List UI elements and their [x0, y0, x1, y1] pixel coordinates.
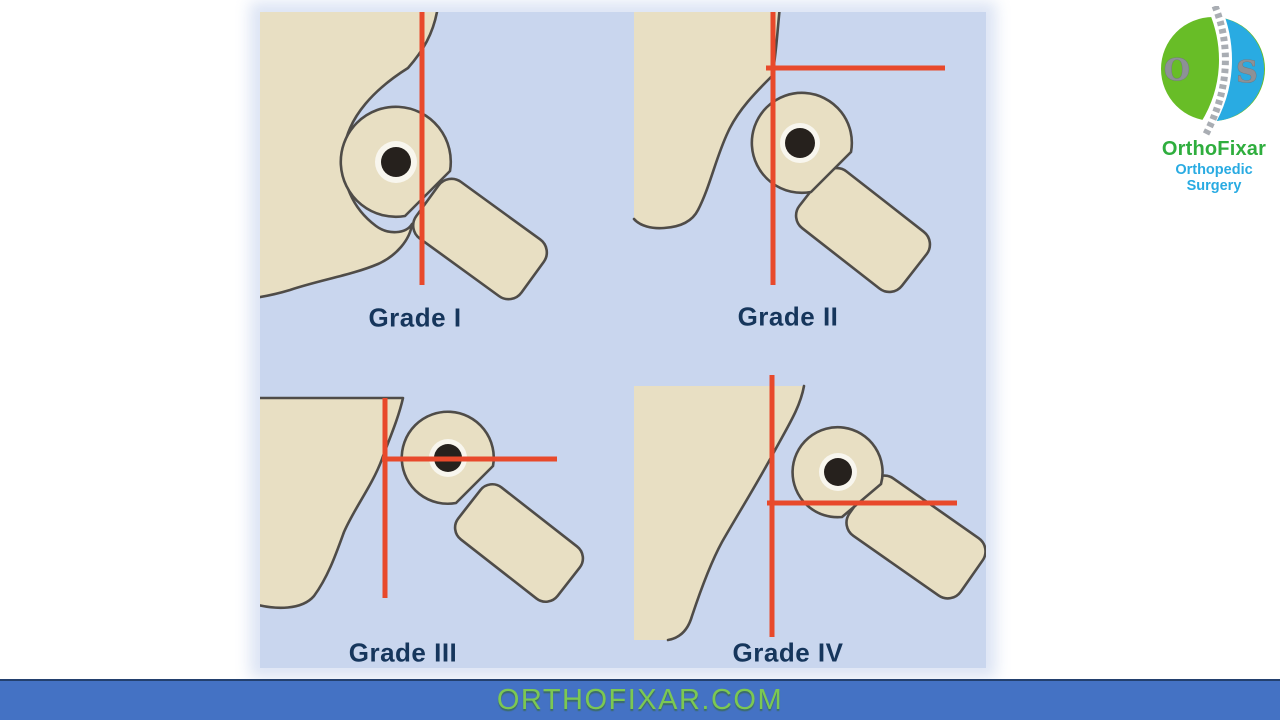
- logo-tagline-text: Orthopedic Surgery: [1175, 162, 1253, 194]
- orthofixar-logo: O S OrthoFixar Orthopedic Surgery: [1148, 6, 1280, 194]
- grade4-label: Grade IV: [732, 637, 844, 668]
- pelvis-bone: [260, 12, 437, 298]
- grade1-diagram: [260, 12, 549, 301]
- grade3-diagram: [260, 396, 585, 610]
- pelvis-bone: [634, 386, 804, 640]
- footer-banner: ORTHOFIXAR.COM: [0, 679, 1280, 720]
- grade4-diagram: [634, 375, 986, 642]
- footer-site-text: ORTHOFIXAR.COM: [496, 684, 784, 716]
- acetabulum-contour: [666, 384, 806, 642]
- femoral-shaft: [411, 177, 549, 301]
- spine-vertebrae-icon: [1202, 6, 1229, 136]
- grade2-label: Grade II: [737, 301, 839, 332]
- pelvis-bone: [634, 12, 780, 229]
- logo-mark: O S: [1161, 6, 1265, 136]
- grades-diagram: [260, 12, 986, 642]
- head-center-dot: [824, 458, 852, 486]
- femoral-shaft: [453, 482, 585, 604]
- acetabulum-contour: [260, 396, 405, 610]
- hip-dysplasia-classification-figure: Grade I Grade II Grade III Grade IV: [260, 12, 986, 668]
- head-center-dot: [785, 128, 815, 158]
- grade2-diagram: [632, 12, 945, 294]
- monogram-o: O: [1164, 53, 1190, 88]
- grade1-label: Grade I: [368, 302, 462, 333]
- acetabulum-contour: [260, 12, 439, 299]
- head-center-dot: [381, 147, 411, 177]
- pelvis-bone: [260, 398, 403, 608]
- monogram-s: S: [1236, 55, 1258, 90]
- grade3-label: Grade III: [348, 637, 458, 668]
- logo-brand-text: OrthoFixar: [1161, 138, 1267, 160]
